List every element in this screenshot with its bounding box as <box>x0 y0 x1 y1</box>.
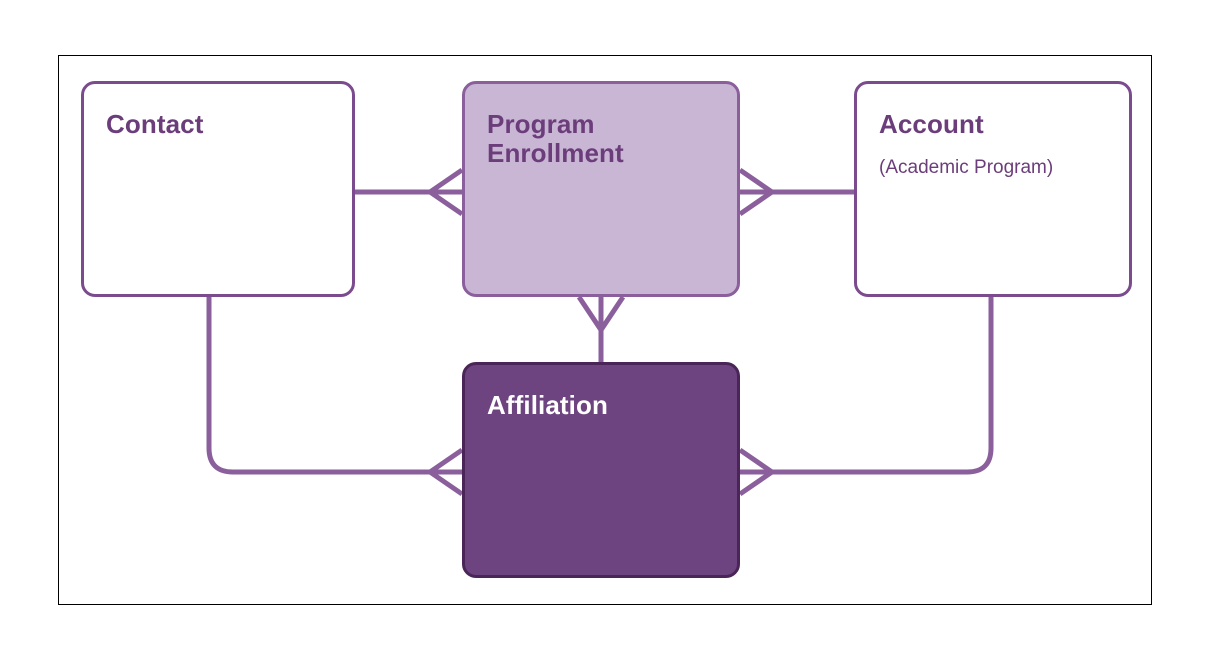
entity-contact[interactable]: Contact <box>81 81 355 297</box>
entity-account-subtitle: (Academic Program) <box>879 157 1054 179</box>
connector-contact-affiliation <box>206 297 462 475</box>
crowfoot-affiliation-right <box>738 447 774 497</box>
diagram-frame <box>58 55 1152 605</box>
entity-affiliation[interactable]: Affiliation <box>462 362 740 578</box>
crowfoot-program-enrollment-left <box>428 167 464 217</box>
crowfoot-program-enrollment-bottom <box>576 295 626 332</box>
connector-affiliation-account <box>772 297 994 475</box>
entity-affiliation-title: Affiliation <box>487 390 608 420</box>
entity-program-enrollment[interactable]: Program Enrollment <box>462 81 740 297</box>
entity-contact-title: Contact <box>106 109 204 139</box>
crowfoot-affiliation-left <box>428 447 464 497</box>
entity-account[interactable]: Account (Academic Program) <box>854 81 1132 297</box>
crowfoot-program-enrollment-right <box>738 167 774 217</box>
entity-program-enrollment-title: Program Enrollment <box>487 109 624 169</box>
entity-account-title: Account <box>879 109 984 139</box>
